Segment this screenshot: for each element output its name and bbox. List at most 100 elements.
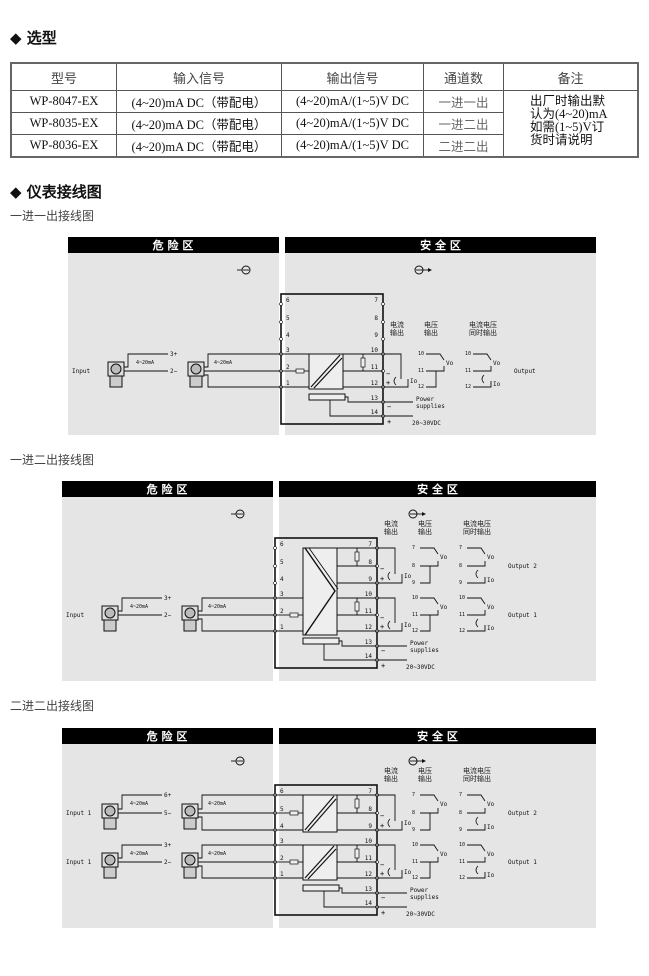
wire <box>467 610 486 616</box>
terminal-number: 10 <box>365 591 373 598</box>
terminal-number: 11 <box>365 855 373 862</box>
terminal-number: 7 <box>368 541 372 548</box>
wire <box>198 844 275 859</box>
barrier-in-icon <box>235 509 245 519</box>
power-label: supplies <box>416 403 445 410</box>
terminal-minus-label: 2− <box>170 368 178 375</box>
terminal-number: 4 <box>286 332 290 339</box>
io-label: Io <box>404 622 412 629</box>
isolator-module <box>274 784 378 916</box>
transmitter-dial <box>104 607 116 619</box>
minus-sign: − <box>381 647 385 655</box>
power-label: Power <box>410 640 428 647</box>
col-channels: 通道数 <box>423 62 504 91</box>
terminal-number: 11 <box>371 364 379 371</box>
terminal-number: 13 <box>371 395 379 402</box>
wire <box>426 366 445 372</box>
minus-sign: − <box>387 403 391 411</box>
isolation-diagonal <box>304 795 335 831</box>
cell-output: (4~20)mA/(1~5)V DC <box>281 90 424 113</box>
hazardous-area-label: 危 险 区 <box>146 482 188 496</box>
transmitter-body <box>103 866 117 879</box>
terminal-number: 11 <box>459 859 465 865</box>
vo-label: Vo <box>487 851 495 858</box>
power-label: supplies <box>410 647 439 654</box>
transmitter-dial <box>104 854 116 866</box>
hazardous-area-header <box>68 237 279 253</box>
safe-area-label: 安 全 区 <box>417 482 458 496</box>
terminal-number: 10 <box>365 838 373 845</box>
wiring-diagram-2in-2out: 危 险 区安 全 区6543217891011121314Input 16+5−… <box>62 728 596 928</box>
isolation-block <box>302 547 338 636</box>
current-loop-label: 4~20mA <box>130 851 148 857</box>
terminal-number: 3 <box>286 347 290 354</box>
terminal-number: 12 <box>418 384 424 390</box>
wire <box>426 371 437 388</box>
cell-model: WP-8036-EX <box>10 134 117 158</box>
transmitter-dial <box>184 805 196 817</box>
isolation-diagonal <box>304 845 335 879</box>
terminal-number: 12 <box>365 624 373 631</box>
wire <box>467 625 486 632</box>
isolator-module <box>274 537 378 669</box>
note-line: 如需(1~5)V订 <box>530 120 605 134</box>
output-label: Output 1 <box>508 859 537 866</box>
output-label: Output 1 <box>508 612 537 619</box>
terminal <box>279 337 283 341</box>
safe-area-label: 安 全 区 <box>420 238 461 252</box>
terminal <box>273 564 277 568</box>
terminal-number: 10 <box>459 595 465 601</box>
isolation-diagonal <box>310 354 341 388</box>
io-label: Io <box>493 381 501 388</box>
power-voltage-label: 20~30VDC <box>406 911 435 918</box>
terminal-minus-label: 5− <box>164 810 172 817</box>
table-row: WP-8035-EX (4~20)mA DC（带配电） (4~20)mA/(1~… <box>10 112 638 135</box>
terminal-number: 2 <box>286 364 290 371</box>
io-label: Io <box>404 869 412 876</box>
output-column-head: 电流 <box>384 766 398 775</box>
vo-label: Vo <box>440 554 448 561</box>
wire <box>198 618 275 632</box>
isolator-module <box>280 293 384 425</box>
wire <box>420 615 431 632</box>
terminal-number: 9 <box>368 576 372 583</box>
current-loop-label: 4~20mA <box>130 604 148 610</box>
io-label: Io <box>487 872 495 879</box>
output-column-head: 输出 <box>384 527 398 536</box>
terminal-plus-label: 3+ <box>164 595 172 602</box>
terminal-number: 10 <box>371 347 379 354</box>
io-label: Io <box>404 820 412 827</box>
io-label: Io <box>410 378 418 385</box>
wiring-diagram-1in-2out: 危 险 区安 全 区6543217891011121314Input3+2−4~… <box>62 481 596 681</box>
wire <box>420 813 431 831</box>
wire <box>467 577 486 584</box>
resistor <box>354 551 360 562</box>
transmitter-body <box>183 866 197 879</box>
plus-sign: + <box>381 662 385 670</box>
wire <box>420 547 439 555</box>
terminal-number: 7 <box>412 792 415 798</box>
plus-sign: + <box>387 418 391 426</box>
isolation-chevron <box>304 547 336 636</box>
terminal <box>273 546 277 550</box>
cell-channels: 一进二出 <box>423 112 504 135</box>
terminal-number: 5 <box>280 806 284 813</box>
power-label: Power <box>410 887 428 894</box>
wire <box>118 597 162 612</box>
vo-label: Vo <box>440 851 448 858</box>
input-label: Input <box>66 612 84 619</box>
transmitter-body <box>183 619 197 632</box>
barrier-in-icon <box>235 756 245 766</box>
terminal-number: 10 <box>465 351 471 357</box>
arrow-icon <box>428 268 432 272</box>
vo-label: Vo <box>440 604 448 611</box>
cell-input: (4~20)mA DC（带配电） <box>116 90 282 113</box>
transmitter-dial <box>110 363 122 375</box>
vo-label: Vo <box>487 604 495 611</box>
safe-area-header <box>279 481 596 497</box>
power-block <box>302 884 340 892</box>
hazardous-area-panel <box>62 481 273 681</box>
output-column-head: 同时输出 <box>463 774 491 783</box>
io-label: Io <box>487 625 495 632</box>
vo-label: Vo <box>493 360 501 367</box>
